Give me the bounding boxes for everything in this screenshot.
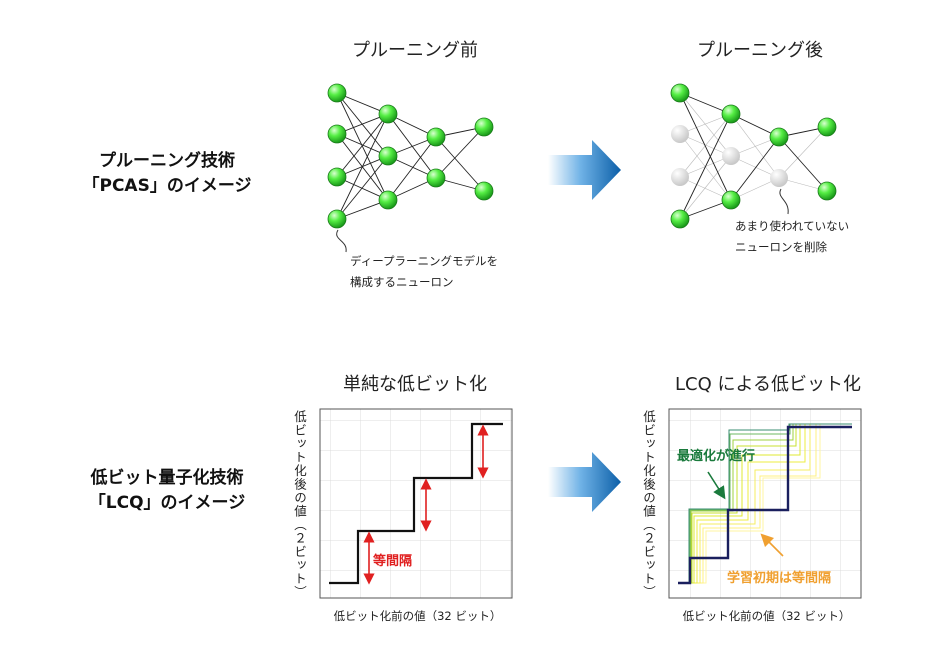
neuron [327,167,347,187]
neuron [378,104,398,124]
removed-neuron [671,125,689,143]
lcq-x-axis-label: 低ビット化前の値（32 ビット） [682,609,851,623]
initial-stage-label: 学習初期は等間隔 [727,571,832,586]
optimization-label: 最適化が進行 [677,449,756,464]
neuron [721,104,741,124]
network-after-links [679,92,828,220]
arrow-right-icon [548,452,621,512]
callout-line-after [779,188,789,215]
removed-neuron [671,168,689,186]
lcq-label-line2: 「LCQ」のイメージ [88,493,246,513]
neuron [426,127,446,147]
initial-stage-arrow [760,533,784,557]
removed-neuron [770,169,788,187]
equal-interval-label: 等間隔 [373,554,413,569]
callout-line-before [336,229,347,253]
neuron [474,117,494,137]
after-note-line1: あまり使われていない [735,219,850,233]
lcq-label-line1: 低ビット量子化技術 [90,468,244,488]
simple-quant-title: 単純な低ビット化 [343,374,487,395]
neuron [378,146,398,166]
before-note-line1: ディープラーニングモデルを [350,254,499,268]
network-after-faded-links [679,92,828,220]
equal-interval-arrows [363,424,489,585]
neuron [769,127,789,147]
neurons-before [327,83,494,229]
simple-y-axis-label: 低ビット化後の値（２ビット） [292,410,307,599]
pruning-label-line2: 「PCAS」のイメージ [82,176,252,196]
network-before [336,92,485,220]
pruning-before-title: プルーニング前 [352,40,478,61]
neuron [378,190,398,210]
after-note-line2: ニューロンを削除 [735,240,827,254]
neuron [817,117,837,137]
neuron [474,181,494,201]
lcq-optimized-curve [678,425,852,585]
before-note-line2: 構成するニューロン [350,275,454,289]
neuron [670,83,690,103]
neuron [327,83,347,103]
optimization-arrow [707,471,726,500]
pruning-after-note: あまり使われていない ニューロンを削除 [735,216,925,258]
neuron [670,209,690,229]
neurons-after [670,83,837,229]
neuron [817,181,837,201]
pruning-section-label: プルーニング技術 「PCAS」のイメージ [52,149,282,199]
pruning-label-line1: プルーニング技術 [99,151,235,171]
pruning-after-title: プルーニング後 [697,40,823,61]
lcq-y-axis-label: 低ビット化後の値（２ビット） [641,410,656,599]
neurons-removed [671,125,788,187]
lcq-section-label: 低ビット量子化技術 「LCQ」のイメージ [52,466,282,516]
lcq-quant-title: LCQ による低ビット化 [675,374,861,395]
neuron [327,209,347,229]
simple-x-axis-label: 低ビット化前の値（32 ビット） [333,609,502,623]
arrow-right-icon [548,140,621,200]
removed-neuron [722,147,740,165]
step-function-simple [329,422,503,585]
neuron [721,190,741,210]
neuron [327,124,347,144]
pruning-before-note: ディープラーニングモデルを 構成するニューロン [350,251,550,293]
neuron [426,168,446,188]
